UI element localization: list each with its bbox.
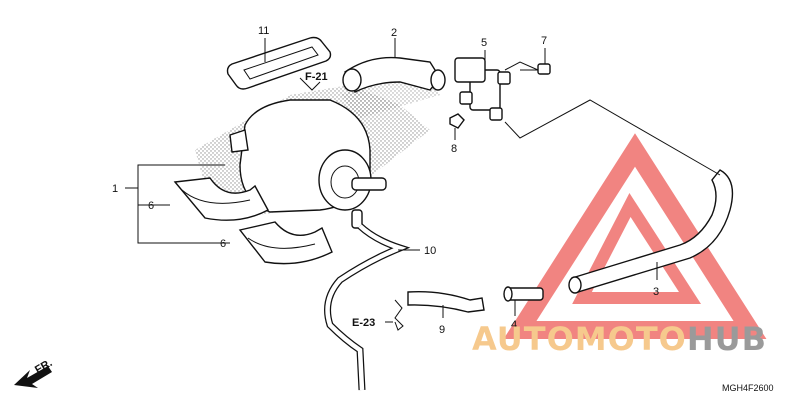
direction-label: FR. — [33, 357, 54, 376]
short-hose-part — [407, 290, 485, 313]
callout-4: 4 — [511, 319, 517, 331]
callout-8: 8 — [451, 143, 457, 155]
callout-7: 7 — [541, 35, 547, 47]
reference-label-f21: F-21 — [305, 71, 328, 83]
leader-7-bracket — [504, 61, 539, 71]
callout-1: 1 — [112, 183, 118, 195]
watermark-text-part2: HUB — [687, 320, 767, 358]
watermark-text: AUTOMOTOHUB — [472, 320, 767, 358]
callout-3: 3 — [653, 286, 659, 298]
watermark-text-part1: AUTOMOTO — [472, 320, 687, 358]
routing-line-3 — [504, 99, 721, 176]
strap-part — [226, 36, 332, 90]
reference-arrow-f21 — [299, 77, 321, 91]
callout-2: 2 — [391, 27, 397, 39]
reference-arrow-e23 — [385, 299, 404, 331]
callout-6a: 6 — [148, 200, 154, 212]
callout-5: 5 — [481, 37, 487, 49]
callout-11: 11 — [258, 25, 269, 37]
drain-tube-inner — [325, 224, 407, 391]
front-direction-arrow-icon — [14, 366, 52, 388]
upper-hose-part — [342, 56, 446, 93]
canister-part — [229, 99, 387, 229]
callout-10: 10 — [424, 245, 436, 257]
nut-part — [449, 113, 465, 129]
diagram-code: MGH4F2600 — [722, 383, 774, 393]
cushion-part-upper — [173, 177, 269, 221]
callout-bracket — [125, 164, 230, 244]
long-hose-part — [568, 169, 734, 294]
bolt-part — [520, 63, 551, 75]
reference-label-e23: E-23 — [352, 317, 375, 329]
joint-part — [503, 286, 544, 302]
solenoid-valve-part — [454, 57, 511, 121]
cushion-part-lower — [238, 221, 333, 265]
callout-9: 9 — [439, 324, 445, 336]
callout-6b: 6 — [220, 238, 226, 250]
